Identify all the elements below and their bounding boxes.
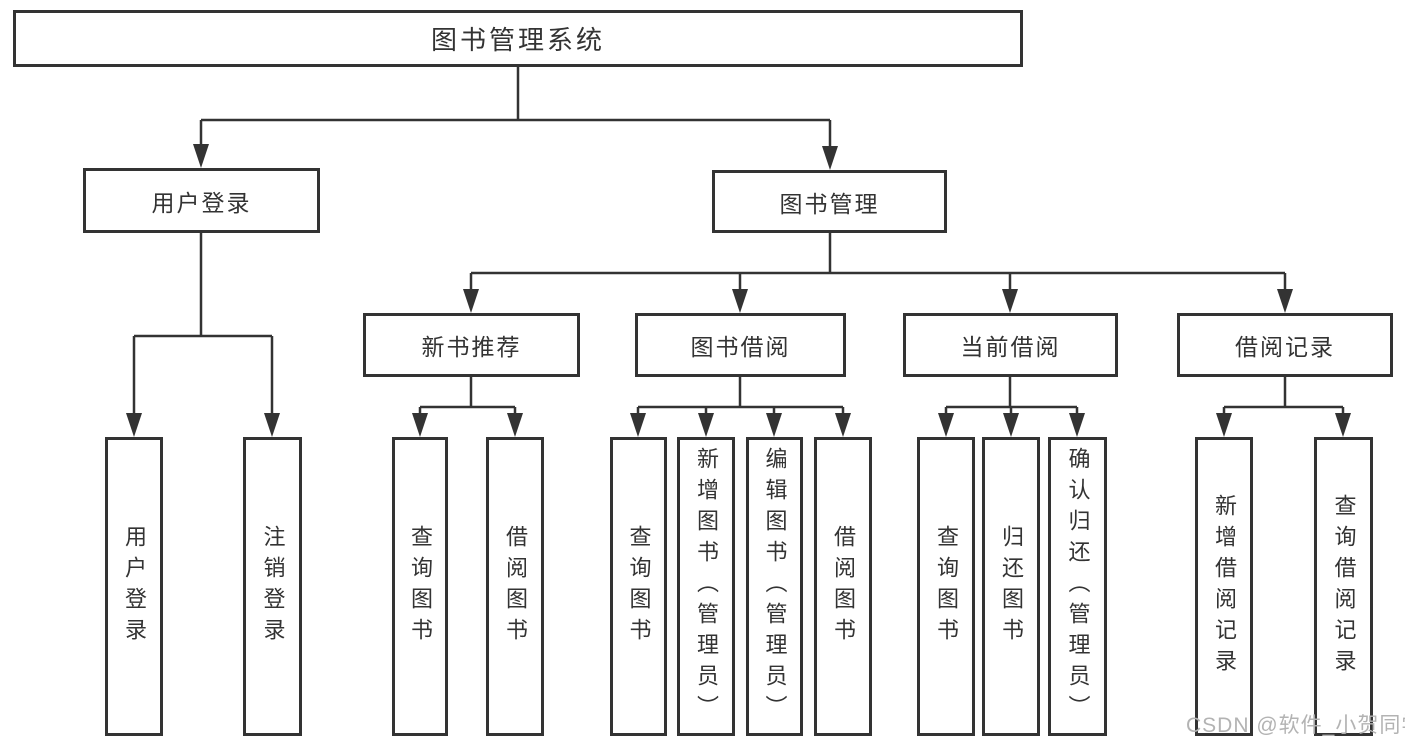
node-current-borrow-label: 当前借阅 — [960, 334, 1061, 360]
leaf-br-query-record-label: 查询借阅记录 — [1331, 493, 1357, 680]
node-book-mgmt: 图书管理 — [712, 170, 947, 233]
node-current-borrow: 当前借阅 — [903, 313, 1118, 377]
leaf-nb-borrow-book: 借阅图书 — [486, 437, 544, 736]
leaf-cb-return-book: 归还图书 — [982, 437, 1040, 736]
leaf-logout-label: 注销登录 — [260, 524, 286, 649]
node-root-label: 图书管理系统 — [430, 25, 605, 55]
connector-book-borrow-children — [636, 377, 845, 431]
csdn-watermark: CSDN @软件_小贺同学 — [1186, 714, 1405, 737]
leaf-bb-borrow-book: 借阅图书 — [814, 437, 872, 736]
node-borrow-record-label: 借阅记录 — [1235, 334, 1335, 360]
node-root: 图书管理系统 — [13, 10, 1023, 67]
node-book-mgmt-label: 图书管理 — [779, 190, 880, 217]
leaf-bb-add-book-label: 新增图书（管理员） — [694, 447, 719, 726]
arrowheads — [126, 144, 1351, 437]
leaf-user-login: 用户登录 — [105, 437, 163, 736]
leaf-bb-query-book: 查询图书 — [610, 437, 667, 736]
leaf-cb-confirm-return: 确认归还（管理员） — [1048, 437, 1107, 736]
leaf-cb-confirm-return-label: 确认归还（管理员） — [1065, 447, 1091, 726]
connector-user-login-children — [132, 233, 274, 431]
leaf-bb-query-book-label: 查询图书 — [626, 524, 652, 649]
leaf-bb-edit-book-label: 编辑图书（管理员） — [762, 447, 788, 726]
leaf-br-add-record-label: 新增借阅记录 — [1212, 493, 1237, 680]
leaf-bb-add-book: 新增图书（管理员） — [677, 437, 735, 736]
leaf-br-query-record: 查询借阅记录 — [1314, 437, 1373, 736]
node-book-borrow: 图书借阅 — [635, 313, 846, 377]
connector-book-mgmt-children — [469, 233, 1287, 307]
leaf-cb-return-book-label: 归还图书 — [999, 524, 1024, 649]
connector-new-book-children — [418, 377, 517, 431]
connector-borrow-record-children — [1222, 377, 1345, 431]
leaf-br-add-record: 新增借阅记录 — [1195, 437, 1253, 736]
leaf-bb-borrow-book-label: 借阅图书 — [831, 524, 856, 649]
node-new-book-rec: 新书推荐 — [363, 313, 580, 377]
node-new-book-rec-label: 新书推荐 — [421, 334, 522, 360]
leaf-cb-query-book-label: 查询图书 — [934, 524, 959, 649]
connector-root-to-level2 — [199, 67, 832, 164]
leaf-cb-query-book: 查询图书 — [917, 437, 975, 736]
node-user-login: 用户登录 — [83, 168, 320, 233]
leaf-nb-borrow-book-label: 借阅图书 — [503, 524, 528, 649]
node-user-login-label: 用户登录 — [151, 189, 252, 216]
node-borrow-record: 借阅记录 — [1177, 313, 1393, 377]
leaf-user-login-label: 用户登录 — [122, 524, 147, 649]
leaf-nb-query-book: 查询图书 — [392, 437, 448, 736]
leaf-nb-query-book-label: 查询图书 — [408, 524, 433, 649]
leaf-logout: 注销登录 — [243, 437, 302, 736]
leaf-bb-edit-book: 编辑图书（管理员） — [746, 437, 803, 736]
node-book-borrow-label: 图书借阅 — [690, 334, 791, 360]
